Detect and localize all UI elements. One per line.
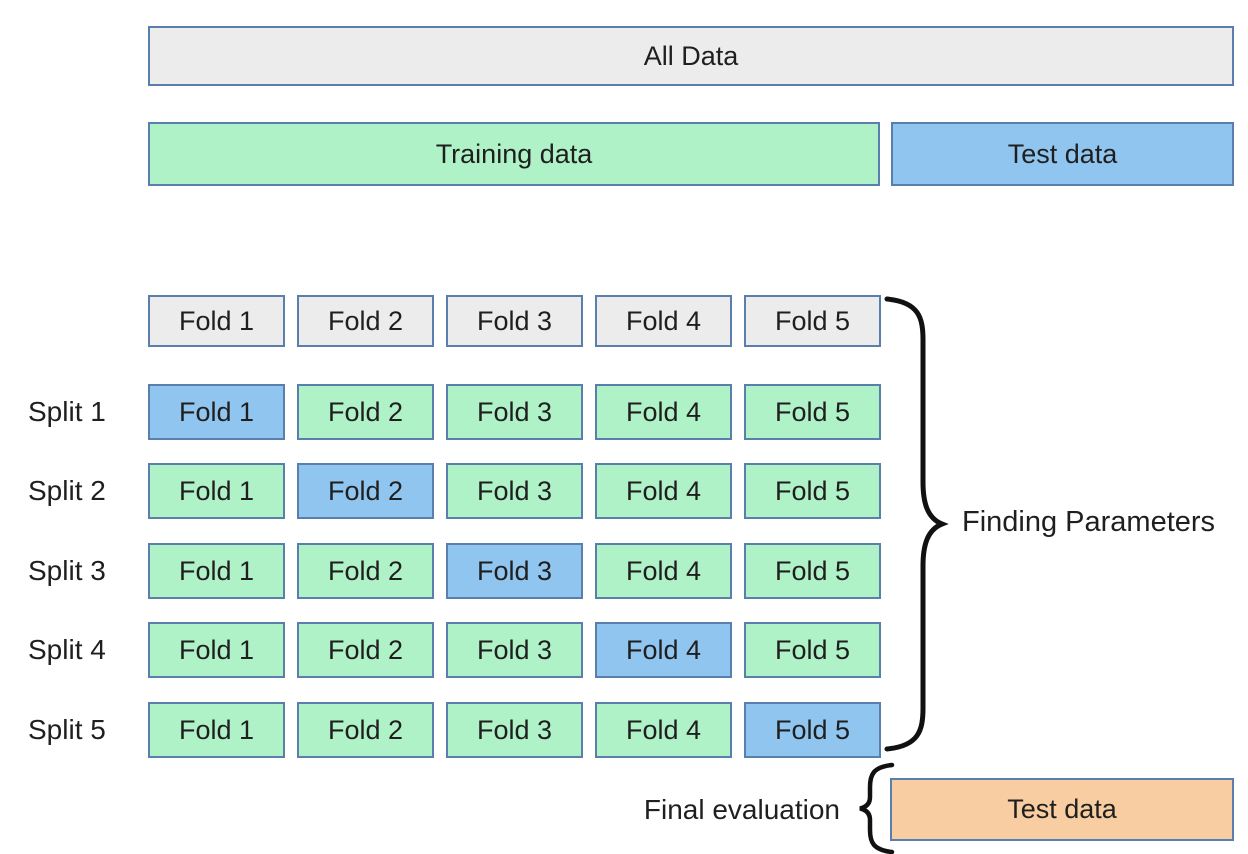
split-3-fold-2: Fold 2 — [297, 543, 434, 599]
test-data-bar: Test data — [891, 122, 1234, 186]
fold-header-4: Fold 4 — [595, 295, 732, 347]
split-2-fold-4: Fold 4 — [595, 463, 732, 519]
split-1-fold-5: Fold 5 — [744, 384, 881, 440]
split-1-fold-2: Fold 2 — [297, 384, 434, 440]
split-1-fold-4: Fold 4 — [595, 384, 732, 440]
split-2-fold-1: Fold 1 — [148, 463, 285, 519]
split-5-fold-1: Fold 1 — [148, 702, 285, 758]
split-2-fold-2: Fold 2 — [297, 463, 434, 519]
final-evaluation-label: Final evaluation — [643, 794, 840, 825]
split-4-fold-2: Fold 2 — [297, 622, 434, 678]
all-data-bar: All Data — [148, 26, 1234, 86]
split-4-fold-5: Fold 5 — [744, 622, 881, 678]
split-4-fold-3: Fold 3 — [446, 622, 583, 678]
split-4-fold-4: Fold 4 — [595, 622, 732, 678]
split-5-fold-4: Fold 4 — [595, 702, 732, 758]
split-1-fold-3: Fold 3 — [446, 384, 583, 440]
split-5-fold-2: Fold 2 — [297, 702, 434, 758]
split-label-4: Split 4 — [28, 634, 106, 665]
split-2-fold-3: Fold 3 — [446, 463, 583, 519]
split-5-fold-3: Fold 3 — [446, 702, 583, 758]
split-1-fold-1: Fold 1 — [148, 384, 285, 440]
split-3-fold-5: Fold 5 — [744, 543, 881, 599]
fold-header-2: Fold 2 — [297, 295, 434, 347]
split-4-fold-1: Fold 1 — [148, 622, 285, 678]
split-5-fold-5: Fold 5 — [744, 702, 881, 758]
fold-header-1: Fold 1 — [148, 295, 285, 347]
split-label-2: Split 2 — [28, 475, 106, 506]
split-label-3: Split 3 — [28, 555, 106, 586]
final-test-data-bar: Test data — [890, 778, 1234, 841]
split-3-fold-4: Fold 4 — [595, 543, 732, 599]
fold-header-3: Fold 3 — [446, 295, 583, 347]
finding-parameters-label: Finding Parameters — [962, 506, 1216, 538]
fold-header-5: Fold 5 — [744, 295, 881, 347]
split-label-1: Split 1 — [28, 396, 106, 427]
finding-parameters-brace — [884, 296, 949, 752]
split-2-fold-5: Fold 5 — [744, 463, 881, 519]
training-data-bar: Training data — [148, 122, 880, 186]
split-3-fold-3: Fold 3 — [446, 543, 583, 599]
final-evaluation-brace — [859, 762, 895, 854]
split-3-fold-1: Fold 1 — [148, 543, 285, 599]
split-label-5: Split 5 — [28, 714, 106, 745]
